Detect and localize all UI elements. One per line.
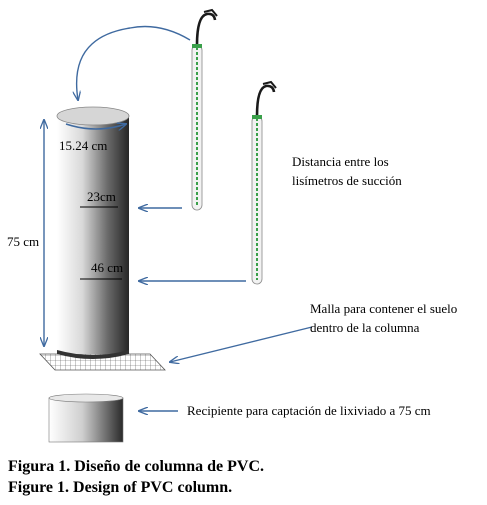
depth-23-label: 23cm bbox=[87, 189, 116, 204]
lysimeter-distance-label-line2: lisímetros de succión bbox=[292, 173, 402, 188]
caption-english: Figure 1. Design of PVC column. bbox=[8, 479, 233, 496]
lysimeter-distance-label-line1: Distancia entre los bbox=[292, 154, 389, 169]
suction-lysimeter-1 bbox=[191, 8, 218, 211]
diameter-label: 15.24 cm bbox=[59, 138, 108, 153]
mesh-label-line2: dentro de la columna bbox=[310, 320, 420, 335]
leachate-container bbox=[48, 397, 124, 443]
pvc-column-bottom bbox=[57, 350, 129, 359]
mesh-label-line1: Malla para contener el suelo bbox=[310, 301, 458, 316]
caption-spanish: Figura 1. Diseño de columna de PVC. bbox=[8, 458, 264, 475]
insertion-arrow bbox=[77, 25, 191, 101]
pvc-column bbox=[57, 116, 129, 354]
arrow-to-mesh bbox=[170, 326, 313, 362]
diameter-arrow bbox=[65, 124, 126, 129]
container-label: Recipiente para captación de lixiviado a… bbox=[187, 403, 431, 418]
depth-46-label: 46 cm bbox=[91, 260, 124, 275]
leachate-container-top bbox=[48, 393, 124, 403]
pvc-column-top bbox=[56, 106, 130, 126]
height-label: 75 cm bbox=[7, 234, 40, 249]
suction-lysimeter-2 bbox=[251, 80, 277, 285]
